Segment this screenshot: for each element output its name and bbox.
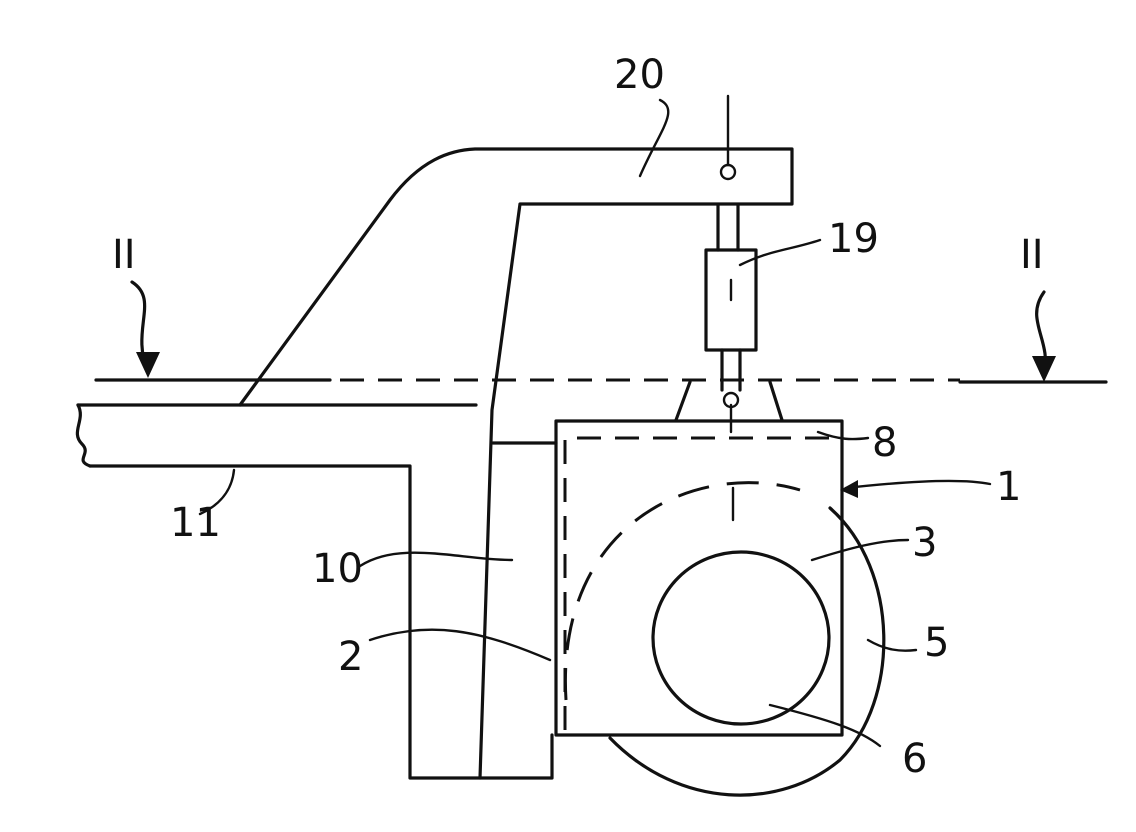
section-mark-right: II [1020,232,1044,278]
label-cylinder: 19 [828,216,879,262]
mount [676,382,782,420]
cylinder [706,96,756,432]
label-disc: 5 [924,620,949,666]
label-assembly: 1 [996,464,1021,510]
label-circle: 6 [902,736,927,782]
section-line [96,380,1106,382]
section-arrow-left [132,282,160,378]
section-mark-left: II [112,232,136,278]
label-arm: 20 [614,52,665,98]
body [556,421,842,735]
arm [240,149,792,778]
label-bracket-face: 2 [338,634,363,680]
beam [77,405,480,778]
circle [653,552,829,724]
label-plate: 8 [872,420,897,466]
label-body: 3 [912,520,937,566]
label-beam: 11 [170,500,221,546]
section-arrow-right [1032,292,1056,382]
label-post: 10 [312,546,363,592]
disc [565,483,883,795]
